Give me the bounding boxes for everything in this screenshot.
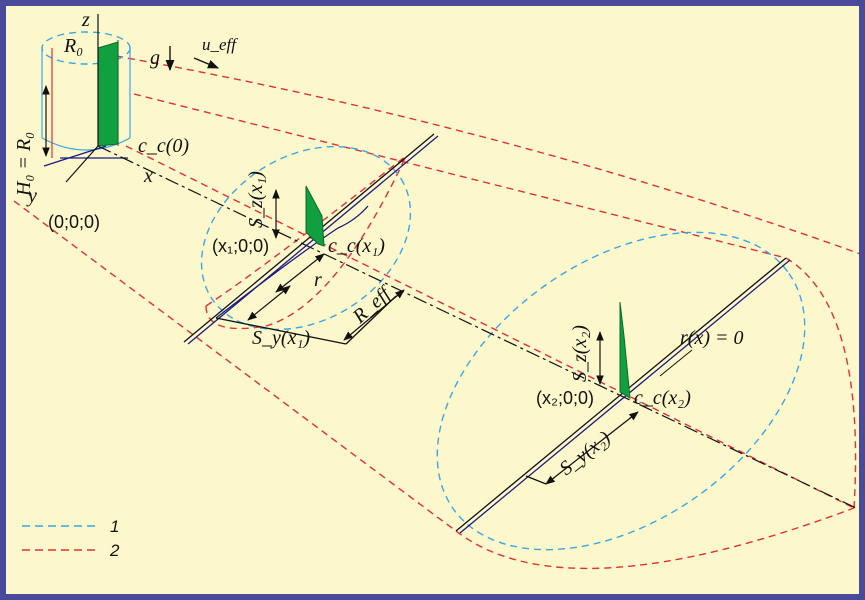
label-point-1: (x₁;0;0) [212, 236, 269, 256]
label-u-eff: u_eff [202, 35, 238, 54]
u-eff-arrow [193, 57, 220, 69]
label-h0: H₀ = R₀ [13, 132, 35, 197]
legend-label-2: 2 [109, 541, 120, 560]
axes [65, 14, 857, 509]
plume-diagram: z R₀ g u_eff H₀ = R₀ y (0;0;0) c_c(0) x … [13, 9, 859, 570]
label-rx0: r(x) = 0 [680, 327, 743, 349]
label-sz1: S_z(x₁) [245, 171, 267, 228]
label-cc0: c_c(0) [138, 135, 189, 157]
label-y: y [26, 185, 37, 207]
initial-section [97, 41, 119, 147]
label-cc1: c_c(x₁) [328, 235, 385, 257]
initial-cylinder [41, 40, 131, 167]
section-2 [455, 257, 791, 534]
label-point-2: (x₂;0;0) [536, 388, 594, 408]
label-origin: (0;0;0) [48, 212, 100, 232]
diagram-frame: z R₀ g u_eff H₀ = R₀ y (0;0;0) c_c(0) x … [6, 6, 859, 594]
label-z: z [81, 9, 90, 31]
legend: 1 2 [22, 517, 120, 560]
label-sy1: S_y(x₁) [252, 327, 310, 349]
label-sy2: S_y(x₂) [556, 427, 616, 480]
label-r0: R₀ [63, 35, 83, 57]
legend-label-1: 1 [110, 517, 119, 536]
rx0-leader [659, 349, 693, 377]
section-2-area [619, 301, 631, 399]
envelope-curve-2 [13, 55, 859, 570]
reff-arrow [343, 289, 405, 341]
label-sz2: S_z(x₂) [569, 325, 591, 382]
label-cc2: c_c(x₂) [634, 387, 691, 409]
section-1-area [305, 185, 325, 247]
label-r: r [314, 269, 322, 291]
sy2-arrow [545, 411, 639, 485]
label-x: x [143, 165, 153, 187]
ellipse-curves-1 [41, 31, 806, 551]
sy1-arrow [247, 285, 291, 321]
label-reff: R_eff [348, 281, 397, 328]
label-g: g [150, 47, 160, 69]
